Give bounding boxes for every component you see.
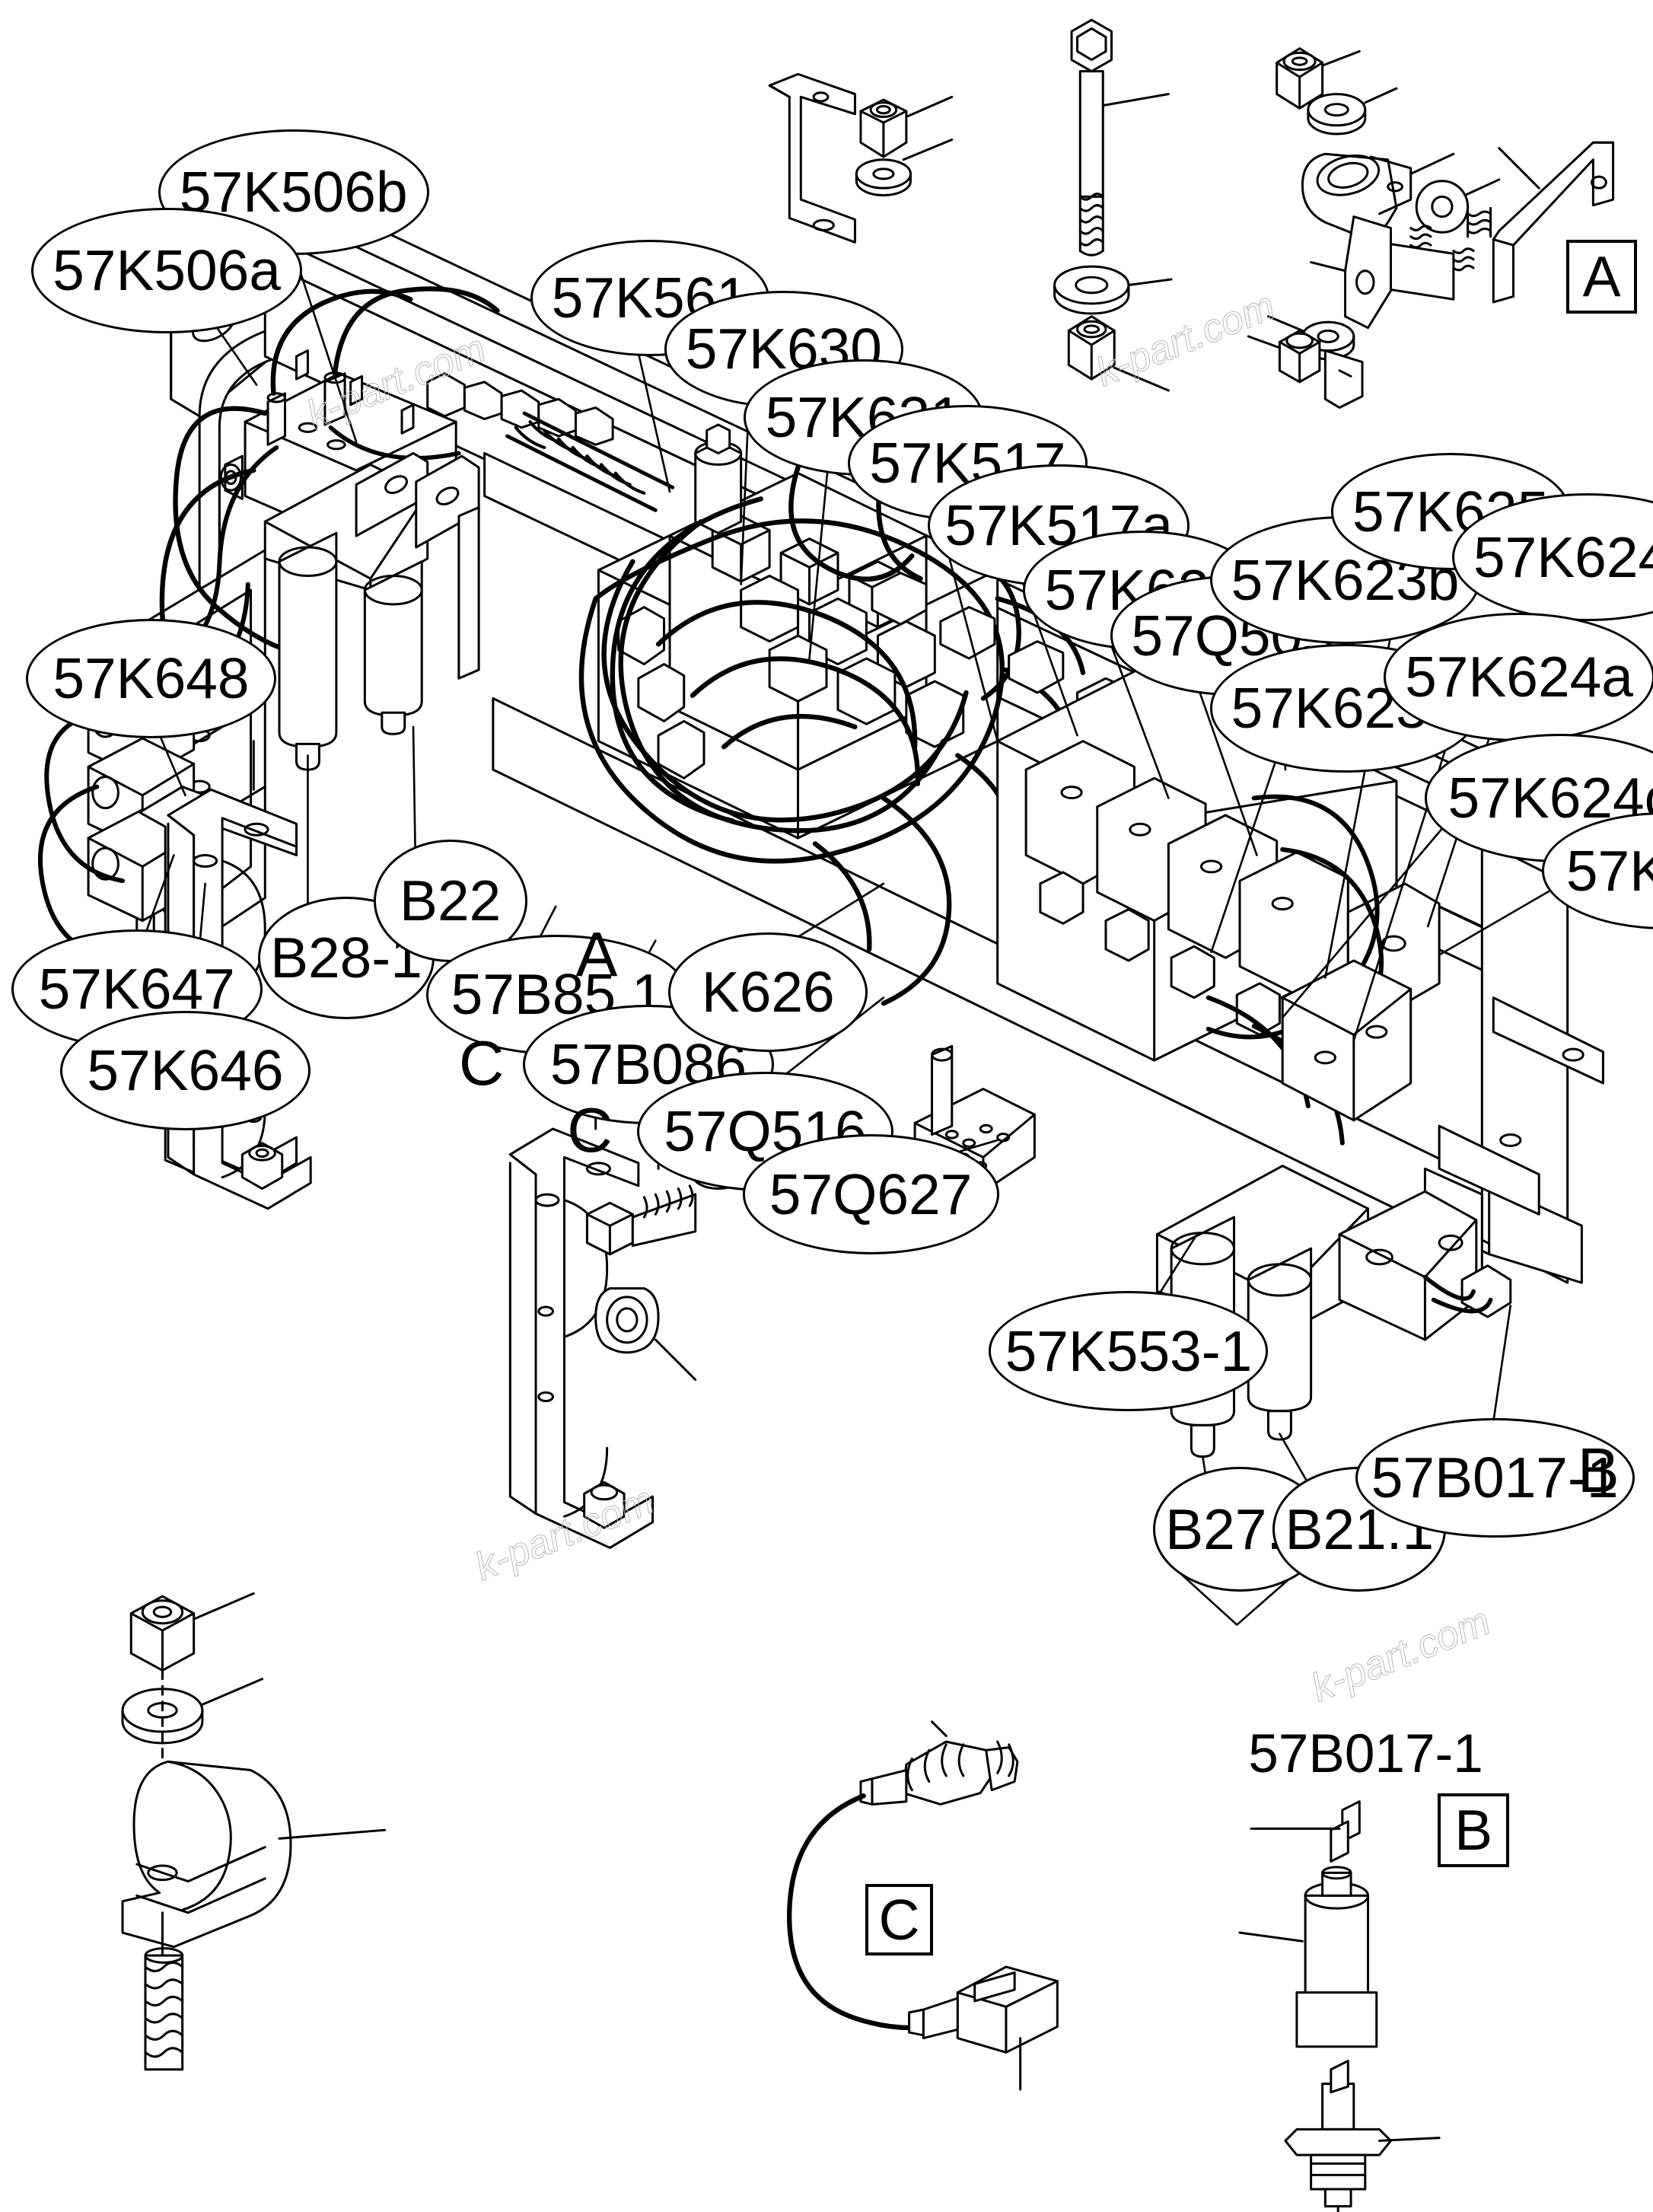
detail-a-assembly xyxy=(1247,47,1615,410)
hydraulic-manifold xyxy=(578,423,1338,1006)
long-bolt-assembly xyxy=(1053,18,1173,392)
detail-c-pressure-switch xyxy=(787,1720,1059,2091)
callout-label: 57K506b xyxy=(179,160,408,225)
callout-label: 57Q627 xyxy=(769,1162,973,1226)
callout-label: 57K624b xyxy=(1473,524,1653,589)
section-marker: C xyxy=(567,1095,613,1165)
part-number-label: 57B017-1 xyxy=(1248,1724,1483,1785)
section-marker: C xyxy=(458,1028,505,1098)
bottom-clamp-assembly xyxy=(121,1592,387,2071)
right-filter-assembly xyxy=(1155,1165,1512,1458)
callout-bubble[interactable]: 57K646 xyxy=(59,1010,311,1130)
callout-bubble[interactable]: 57K506a xyxy=(31,208,302,334)
callout-label: B22 xyxy=(400,868,502,932)
callout-label: K626 xyxy=(701,959,835,1024)
callout-label: 57K624a xyxy=(1405,644,1633,709)
callout-label: 57K553-1 xyxy=(1005,1318,1253,1383)
section-marker: B xyxy=(1577,1436,1620,1506)
top-nut-washer xyxy=(855,95,954,196)
callout-bubble[interactable]: 57K553-1 xyxy=(989,1291,1269,1411)
detail-view-letter: B xyxy=(1454,1797,1493,1862)
callout-label: 57K647 xyxy=(38,957,235,1021)
detail-view-box[interactable]: C xyxy=(865,1884,934,1955)
top-rail-fittings xyxy=(295,349,675,512)
detail-b-sensor xyxy=(1238,1800,1441,2212)
callout-label: 57K506a xyxy=(53,238,281,303)
detail-view-box[interactable]: B xyxy=(1438,1793,1509,1867)
callout-bubble[interactable]: K626 xyxy=(668,932,868,1052)
callout-label: 57K648 xyxy=(53,645,250,710)
callout-bubble[interactable]: 57Q627 xyxy=(742,1134,999,1254)
callout-label: 57B017-1 xyxy=(1371,1445,1619,1510)
detail-view-box[interactable]: A xyxy=(1565,239,1638,314)
callout-bubble[interactable]: 57K624c xyxy=(1425,734,1653,862)
detail-view-letter: C xyxy=(878,1887,920,1952)
callout-label: 57K646 xyxy=(87,1037,284,1102)
section-marker: A xyxy=(575,920,618,990)
left-filter-assembly xyxy=(263,451,480,771)
top-bracket-part xyxy=(768,72,856,244)
callout-bubble[interactable]: 57K648 xyxy=(25,618,277,738)
callout-label: 57K636 xyxy=(1565,838,1653,903)
callout-bubble[interactable]: 57K624a xyxy=(1384,613,1653,741)
callout-bubble[interactable]: 57B017-1 xyxy=(1355,1418,1635,1538)
detail-view-letter: A xyxy=(1582,244,1621,308)
